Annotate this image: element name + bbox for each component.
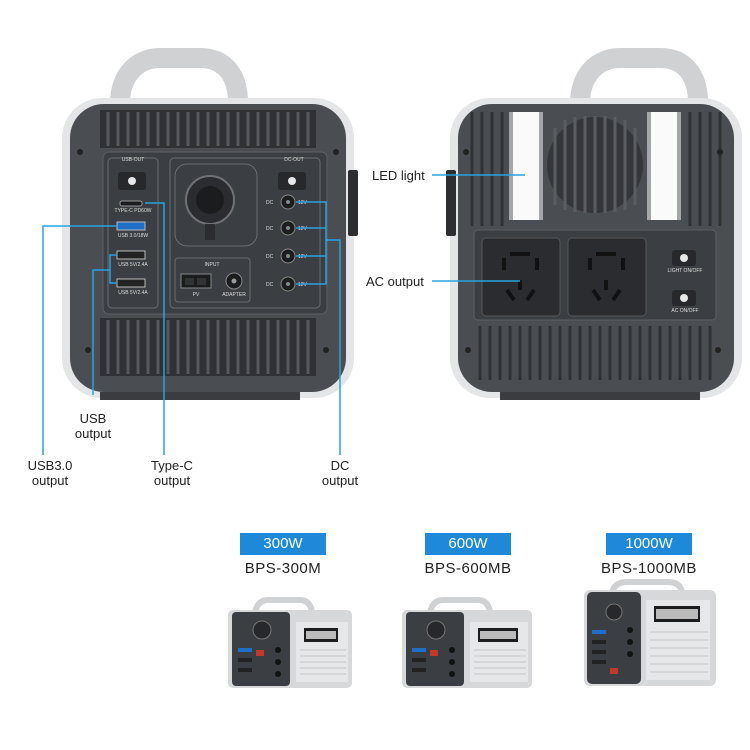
usb30-output-line2: output <box>31 473 69 488</box>
typec-output-line2: output <box>153 473 191 488</box>
usb30-label: USB 3.0/18W <box>117 233 149 239</box>
input-label: INPUT <box>204 262 220 268</box>
product-image-1000w <box>584 579 716 686</box>
light-switch-label: LIGHT ON/OFF <box>667 268 703 274</box>
dc-volt-4: 12V <box>298 282 307 288</box>
pv-label: PV <box>192 292 200 298</box>
usb-output-line2: output <box>74 426 112 441</box>
ac-switch-label: AC ON/OFF <box>671 308 699 314</box>
usb-output-callout: USB output <box>63 411 123 441</box>
left-unit-handle <box>109 48 249 120</box>
adapter-label: ADAPTER <box>222 292 246 298</box>
dc-output-line2: output <box>321 473 359 488</box>
usb-out-label: USB-OUT <box>121 157 145 163</box>
usb5v-a-label: USB 5V/2.4A <box>118 262 148 268</box>
ac-outlet-1 <box>481 237 561 317</box>
ac-output-callout: AC output <box>366 274 424 289</box>
type-c-label: TYPE-C PD60W <box>114 208 152 214</box>
product-image-600w <box>402 597 532 688</box>
dc-label-1: DC <box>266 200 274 206</box>
dc-label-3: DC <box>266 254 274 260</box>
dc-volt-1: 12V <box>298 200 307 206</box>
usb30-output-callout: USB3.0 output <box>18 458 82 488</box>
typec-output-callout: Type-C output <box>140 458 204 488</box>
dc-out-label: DC-OUT <box>284 157 304 163</box>
dc-volt-3: 12V <box>298 254 307 260</box>
dc-label-4: DC <box>266 282 274 288</box>
ac-outlet-2 <box>567 237 647 317</box>
type-c-port <box>119 200 143 207</box>
usb5v-b-label: USB 5V/2.4A <box>118 290 148 296</box>
led-light-callout: LED light <box>372 168 425 183</box>
model-2-name: BPS-600MB <box>424 560 512 577</box>
right-unit-handle <box>569 48 709 120</box>
usb30-output-line1: USB3.0 <box>27 458 73 473</box>
dc-volt-2: 12V <box>298 226 307 232</box>
dc-output-line1: DC <box>330 458 350 473</box>
dc-output-callout: DC output <box>308 458 372 488</box>
usb-output-line1: USB <box>79 411 107 426</box>
model-3-power-badge: 1000W <box>606 533 692 555</box>
model-2-power-badge: 600W <box>425 533 511 555</box>
dc-label-2: DC <box>266 226 274 232</box>
typec-output-line1: Type-C <box>151 458 193 473</box>
product-image-300w <box>228 597 352 688</box>
model-1-name: BPS-300M <box>244 560 322 577</box>
model-1-power-badge: 300W <box>240 533 326 555</box>
model-3-name: BPS-1000MB <box>601 560 697 577</box>
